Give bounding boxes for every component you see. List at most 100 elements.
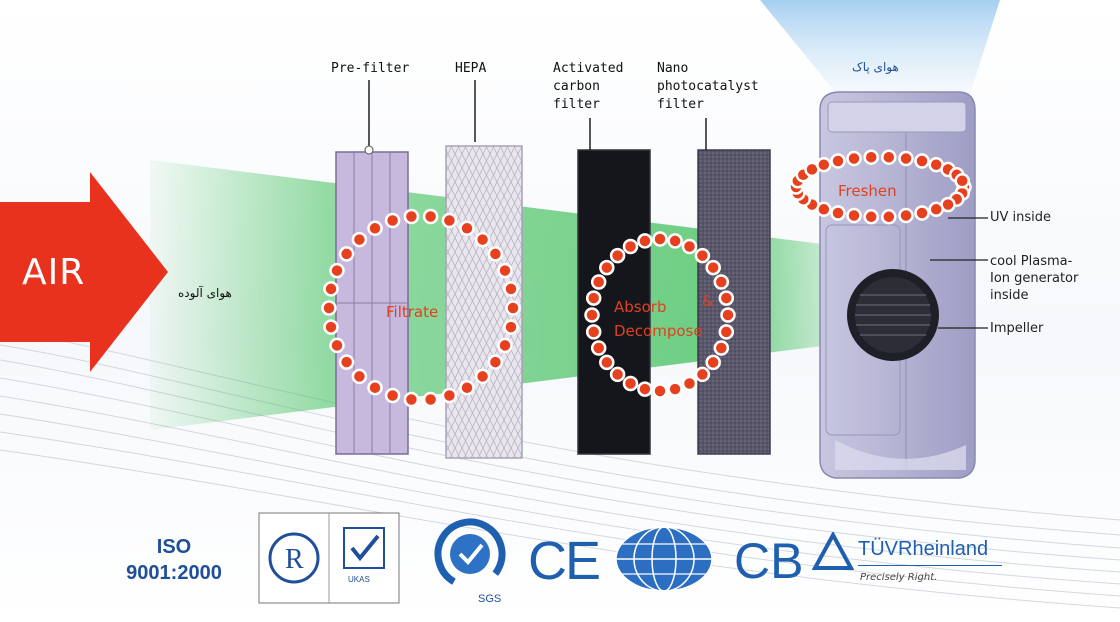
ampersand-text: & [702, 292, 714, 310]
ring-dot [503, 319, 519, 335]
ring-dot [713, 274, 730, 290]
ring-dot [881, 149, 897, 165]
ring-dot [505, 300, 521, 316]
filter-leader-lines [368, 80, 707, 150]
ring-dot [705, 259, 721, 276]
ring-dot [351, 231, 368, 248]
ring-dot [681, 238, 698, 255]
label-nano: Nano photocatalyst filter [657, 61, 759, 112]
tuv-rheinland-text: TÜVRheinland [858, 538, 989, 560]
iso-certification: ISO 9001:2000 [126, 536, 222, 584]
part-leader-lines [930, 217, 988, 329]
ring-dot [846, 150, 862, 167]
ring-dot [474, 231, 491, 248]
ring-dot [323, 281, 339, 297]
air-label: AIR [22, 252, 86, 293]
ring-dot [667, 233, 683, 249]
ring-dot [713, 340, 730, 356]
ring-dot [718, 290, 735, 306]
tuv-divider [858, 565, 1002, 566]
ring-dot [609, 247, 626, 264]
filtrate-text: Filtrate [386, 303, 439, 321]
absorb-text: Absorb [614, 298, 667, 316]
svg-text:R: R [285, 544, 304, 575]
ring-dot [323, 319, 339, 335]
ring-dot [584, 307, 600, 323]
ring-dot [599, 354, 615, 371]
ring-dot [487, 354, 504, 370]
output-air-label: هوای پاک [852, 60, 899, 74]
ring-dot [694, 247, 711, 264]
ring-dot [422, 208, 439, 225]
label-carbon: Activated carbon filter [553, 61, 624, 112]
purifier-unit [819, 91, 976, 479]
ring-dot [863, 149, 879, 165]
globe-logo [615, 526, 713, 592]
ring-dot [474, 368, 491, 385]
freshen-text: Freshen [838, 182, 897, 200]
ring-dot [898, 150, 914, 167]
ring-dot [497, 337, 513, 354]
ring-dot [338, 354, 355, 370]
tuv-tagline: Precisely Right. [860, 572, 938, 583]
air-arrow [0, 172, 168, 372]
ring-dot [599, 259, 615, 276]
freshen-ring [788, 149, 972, 225]
ring-dot [422, 391, 439, 408]
ring-dot [667, 381, 683, 397]
ring-dot [441, 387, 458, 404]
ring-dot [403, 391, 420, 408]
ring-dot [403, 208, 420, 225]
ring-dot [718, 324, 735, 340]
ring-dot [694, 366, 711, 383]
label-hepa: HEPA [455, 61, 487, 76]
ring-dot [681, 375, 698, 392]
ring-dot [585, 324, 602, 340]
ring-dot [928, 201, 944, 218]
label-plasma: cool Plasma- Ion generator inside [990, 254, 1079, 303]
ring-dot [585, 290, 602, 306]
ring-dot [622, 238, 639, 255]
ring-dot [816, 156, 832, 173]
ring-dot [652, 231, 668, 247]
ring-dot [609, 366, 626, 383]
ring-dot [846, 207, 862, 224]
fresh-air-glow [760, 0, 1000, 110]
ring-dot [863, 209, 879, 225]
ring-dot [954, 173, 970, 189]
ring-dot [652, 383, 668, 399]
ring-dot [705, 354, 721, 371]
ring-dot [590, 274, 607, 290]
ring-dot [830, 153, 846, 169]
ring-dot [329, 262, 345, 279]
sgs-logo: SGS [434, 518, 506, 605]
absorb-ring [584, 231, 736, 399]
ring-dot [367, 220, 383, 237]
nano-panel [697, 149, 771, 455]
ring-dot [622, 375, 639, 392]
ring-dot [329, 337, 345, 354]
filtrate-ring [321, 208, 521, 408]
ring-dot [367, 379, 383, 396]
ring-dot [459, 379, 475, 396]
ring-dot [497, 262, 513, 279]
ukas-seal-logo: R UKAS [258, 512, 400, 604]
ring-dot [881, 209, 897, 225]
ring-dot [459, 220, 475, 237]
ring-dot [914, 205, 930, 221]
prefilter-panel [335, 151, 409, 455]
ring-dot [590, 340, 607, 356]
ring-dot [637, 233, 653, 249]
ring-dot [637, 381, 653, 397]
tuv-triangle-icon [812, 532, 854, 570]
ring-dot [898, 207, 914, 224]
cb-mark: CB [734, 533, 804, 589]
sgs-text: SGS [478, 593, 501, 605]
process-dot-rings [321, 149, 972, 408]
ring-dot [384, 387, 401, 404]
ring-dot [503, 281, 519, 297]
ce-mark: CE [528, 531, 601, 591]
ring-dot [321, 300, 337, 316]
